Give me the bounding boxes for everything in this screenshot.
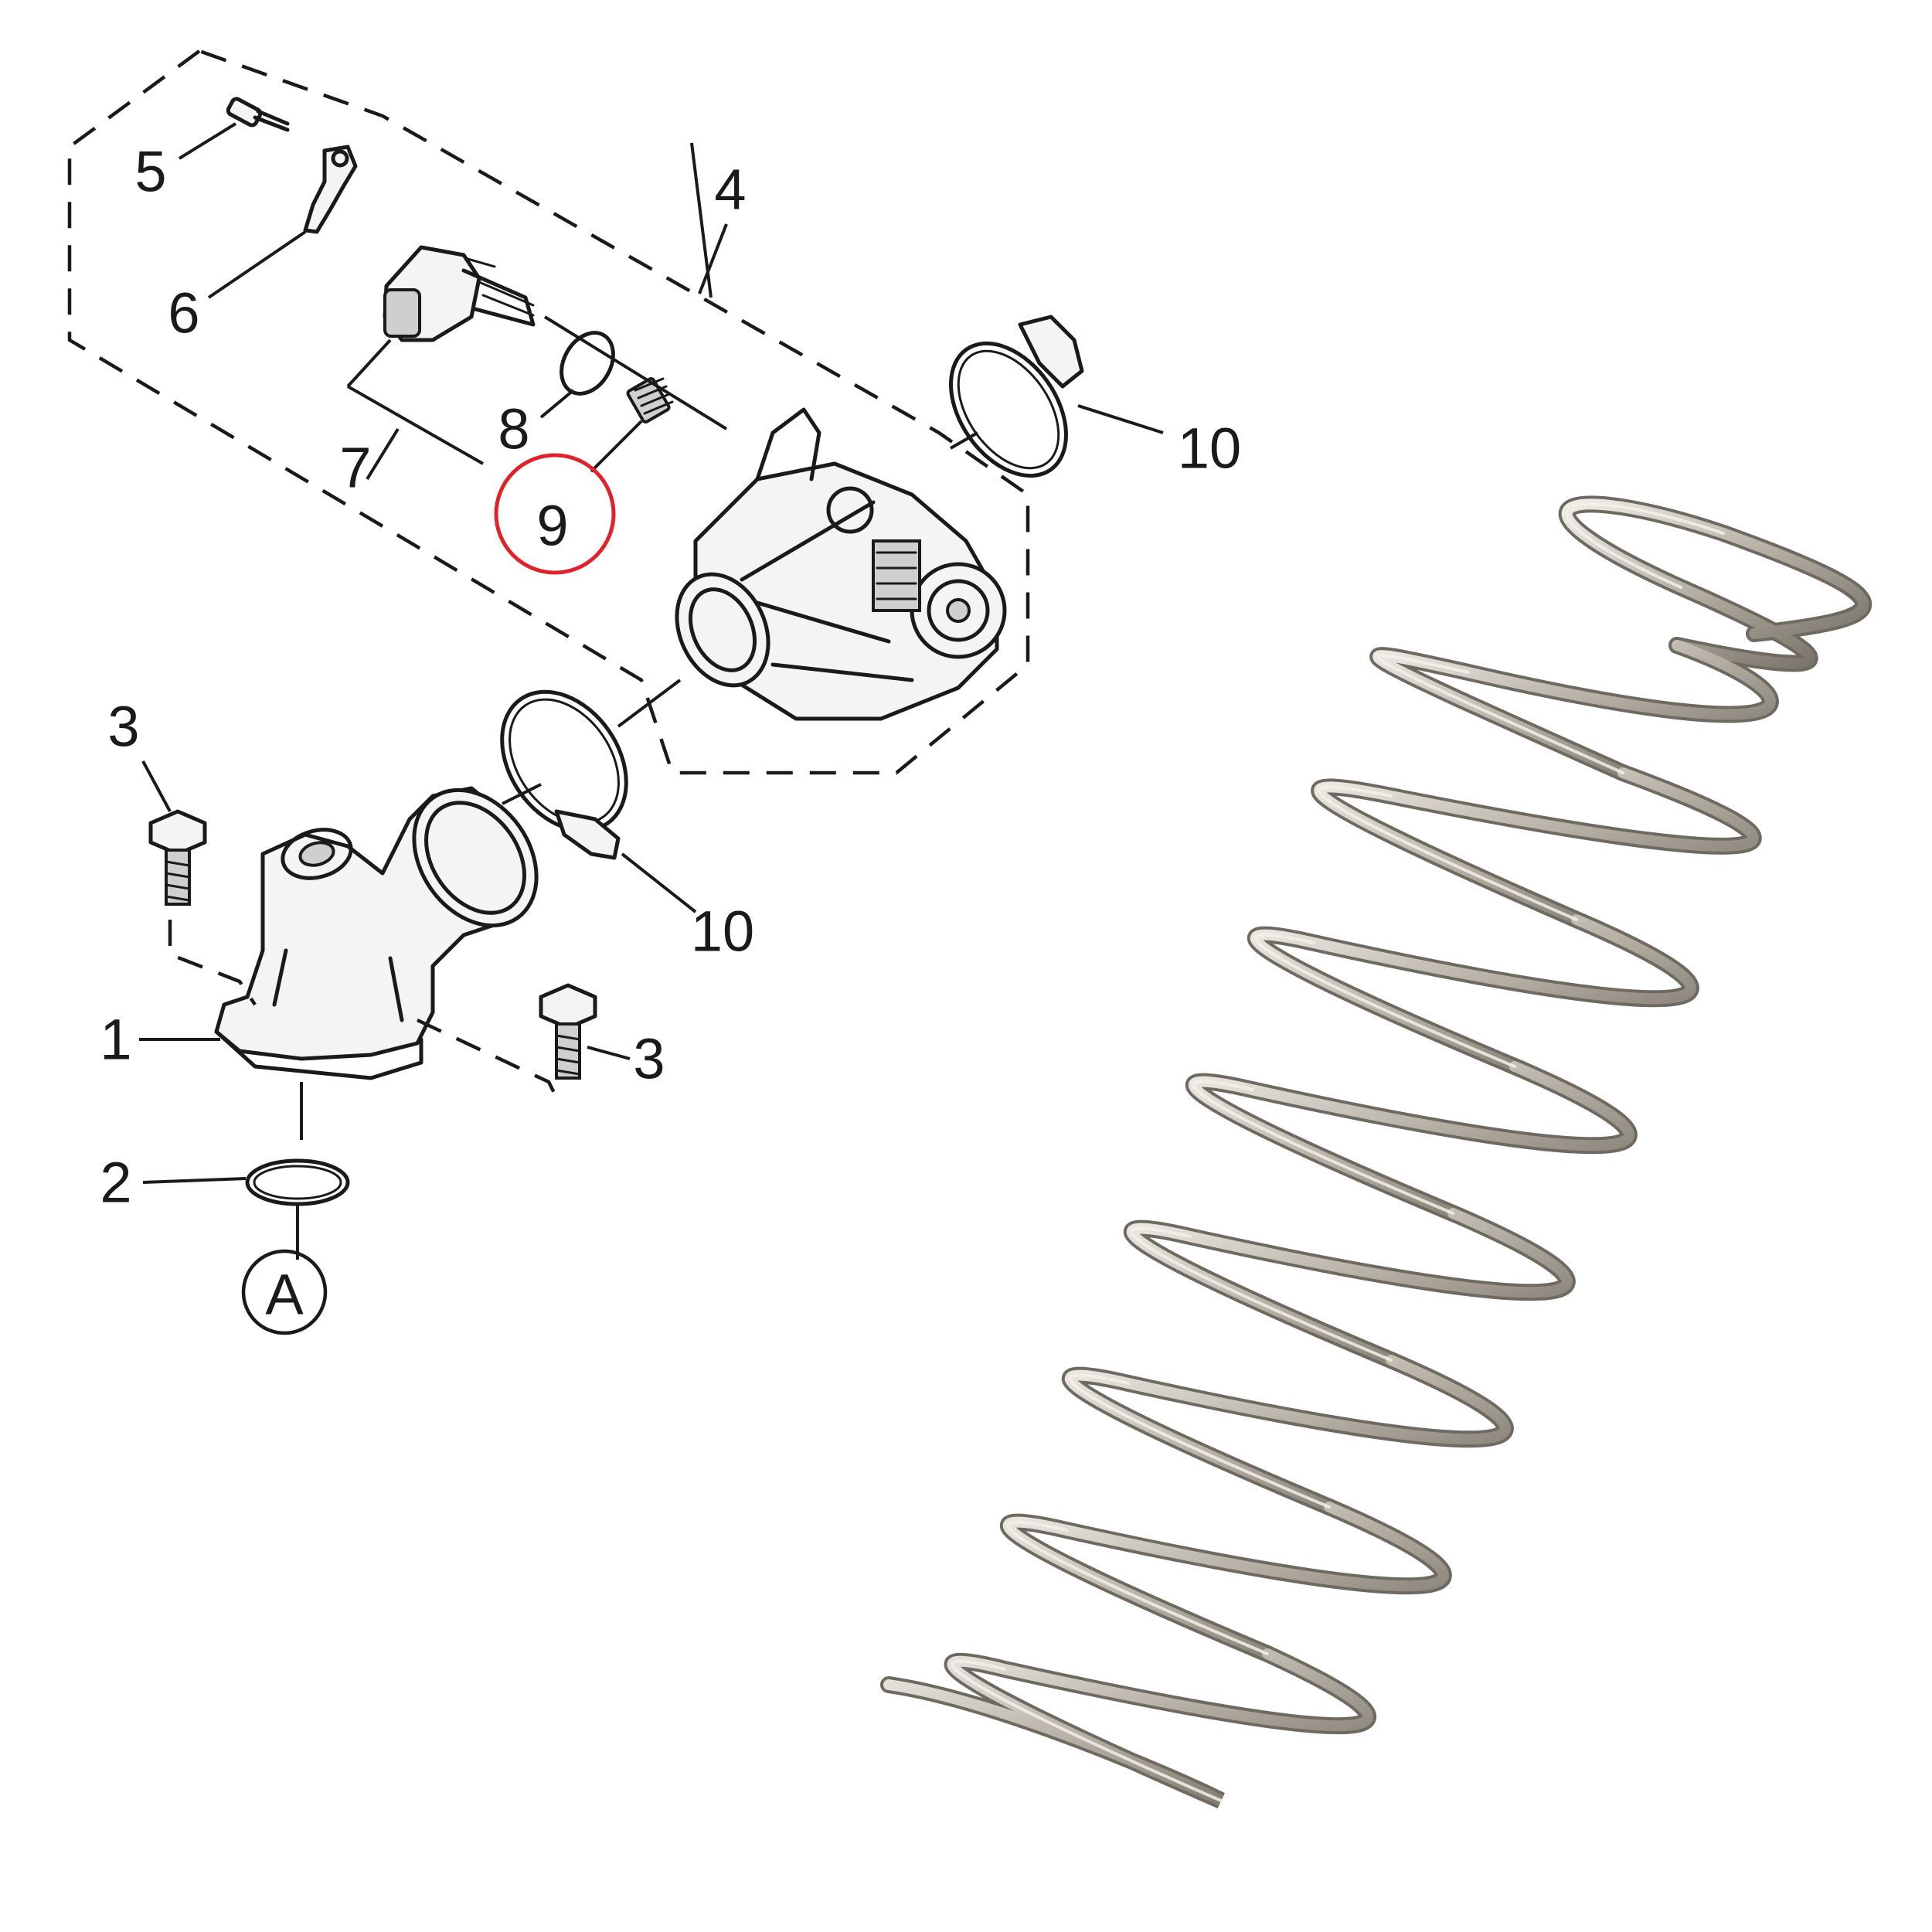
reference-bubble-a — [241, 1249, 328, 1335]
part-6-bracket — [207, 145, 358, 299]
callout-5: 5 — [134, 140, 166, 204]
part-7-sensor — [346, 245, 536, 481]
part-4-throttle-body — [543, 142, 1007, 721]
assembly-outline-dashed — [67, 49, 1030, 775]
part-2-o-ring — [142, 1158, 350, 1260]
spring-product-image — [880, 495, 1872, 1809]
callout-3-left: 3 — [107, 695, 139, 759]
part-10-clamp-lower — [500, 679, 697, 913]
callout-8: 8 — [498, 397, 529, 461]
part-3-bolt-left — [141, 760, 257, 1006]
part-1-intake-manifold — [139, 786, 539, 1140]
leader-4-line — [698, 223, 728, 294]
part-9-small-spring — [590, 377, 674, 473]
callout-7: 7 — [339, 436, 371, 500]
highlight-circle-part-9 — [494, 453, 616, 575]
part-10-clamp-upper — [949, 315, 1164, 478]
callout-10-lower: 10 — [691, 900, 754, 964]
callout-9: 9 — [536, 494, 568, 558]
callout-1: 1 — [100, 1008, 131, 1072]
callout-2: 2 — [100, 1151, 131, 1215]
part-3-bolt-right — [417, 983, 631, 1099]
callout-3-right: 3 — [633, 1027, 665, 1091]
part-5-screw — [178, 97, 290, 160]
callout-10-upper: 10 — [1178, 417, 1241, 481]
callout-4: 4 — [714, 158, 746, 222]
reference-label-a: A — [265, 1263, 304, 1327]
part-8-o-ring — [539, 331, 615, 419]
callout-6: 6 — [168, 281, 199, 345]
